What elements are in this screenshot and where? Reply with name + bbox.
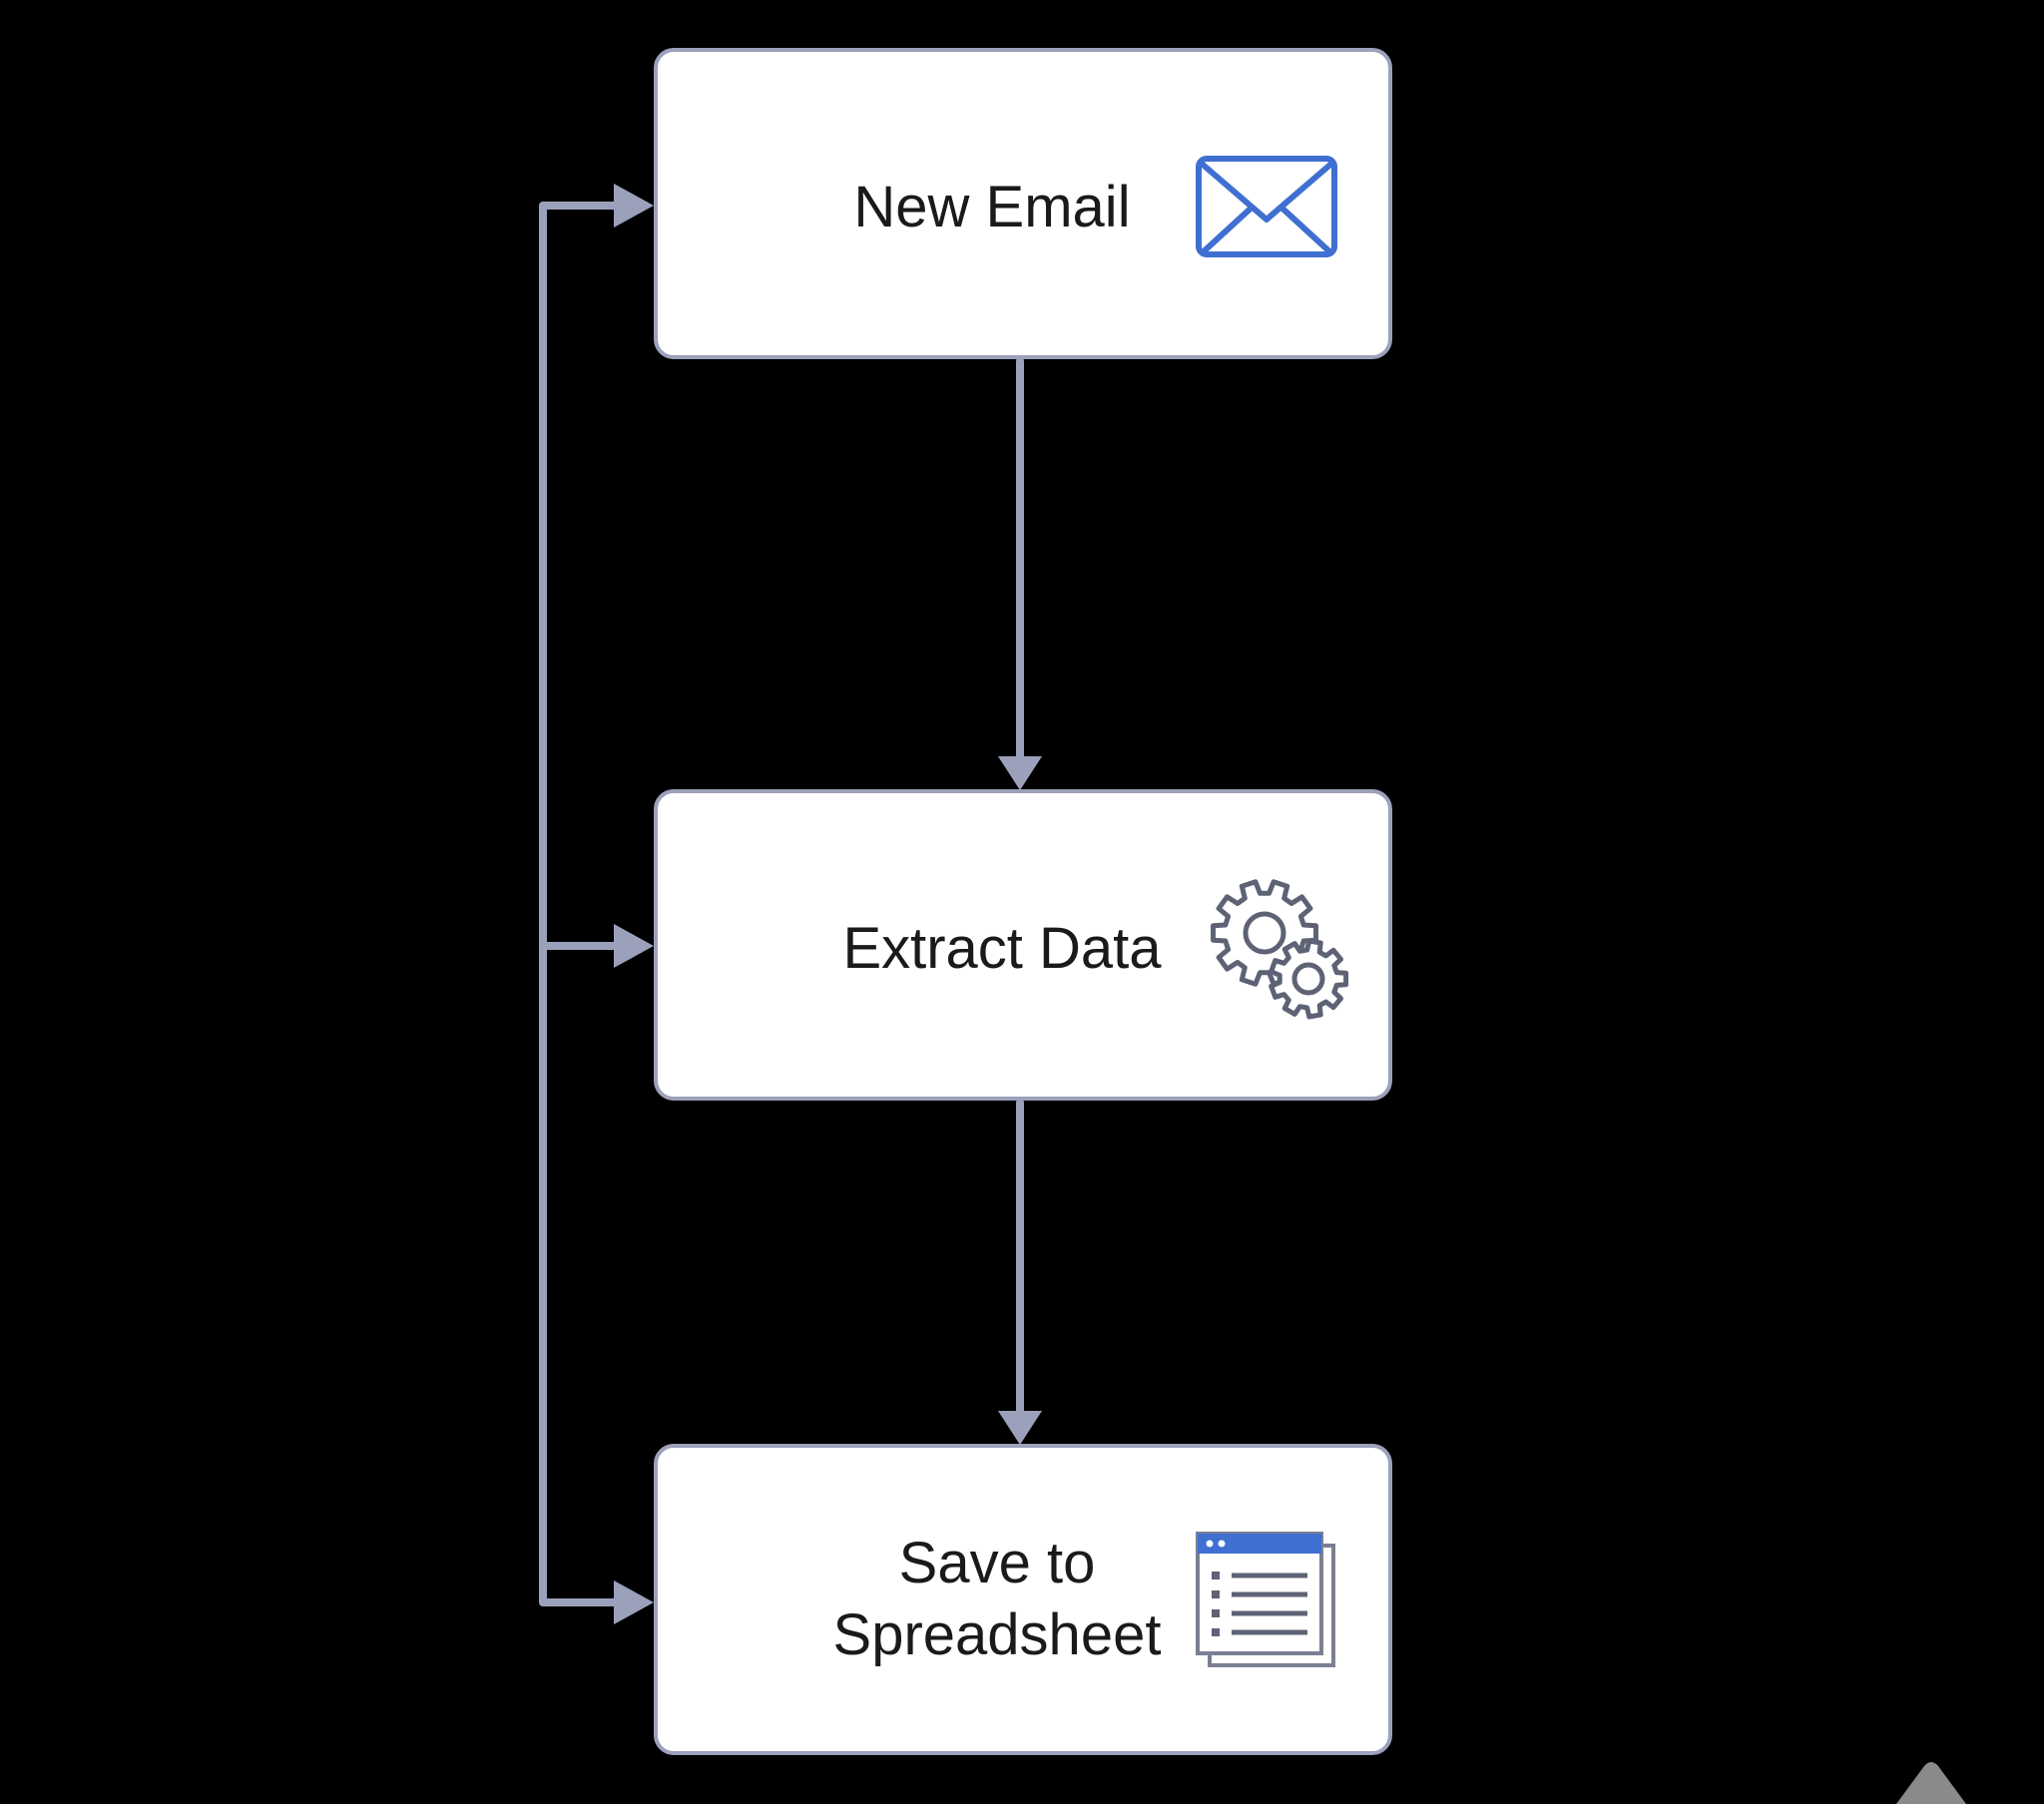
arrowhead-email-left [614,184,654,227]
arrowhead-spreadsheet-top [998,1411,1042,1445]
node-new-email[interactable]: New Email [654,48,1392,359]
side-connector-line [539,202,623,1606]
node-label-save-to-spreadsheet: Save to Spreadsheet [758,1528,1237,1671]
arrowhead-spreadsheet-left [614,1580,654,1624]
arrowhead-extract-top [998,756,1042,790]
corner-triangle-icon [1896,1762,1966,1804]
arrowhead-extract-left [614,924,654,968]
node-save-to-spreadsheet[interactable]: Save to Spreadsheet [654,1444,1392,1755]
node-label-line: New Email [853,175,1131,239]
node-label-line: Spreadsheet [832,1602,1162,1667]
spreadsheet-icon [1196,1532,1335,1667]
node-label-extract-data: Extract Data [758,913,1247,985]
node-label-new-email: New Email [748,172,1237,243]
gears-icon [1211,879,1349,1020]
node-label-line: Extract Data [842,916,1162,981]
envelope-icon [1196,156,1337,257]
node-extract-data[interactable]: Extract Data [654,789,1392,1101]
node-label-line: Save to [898,1531,1096,1595]
